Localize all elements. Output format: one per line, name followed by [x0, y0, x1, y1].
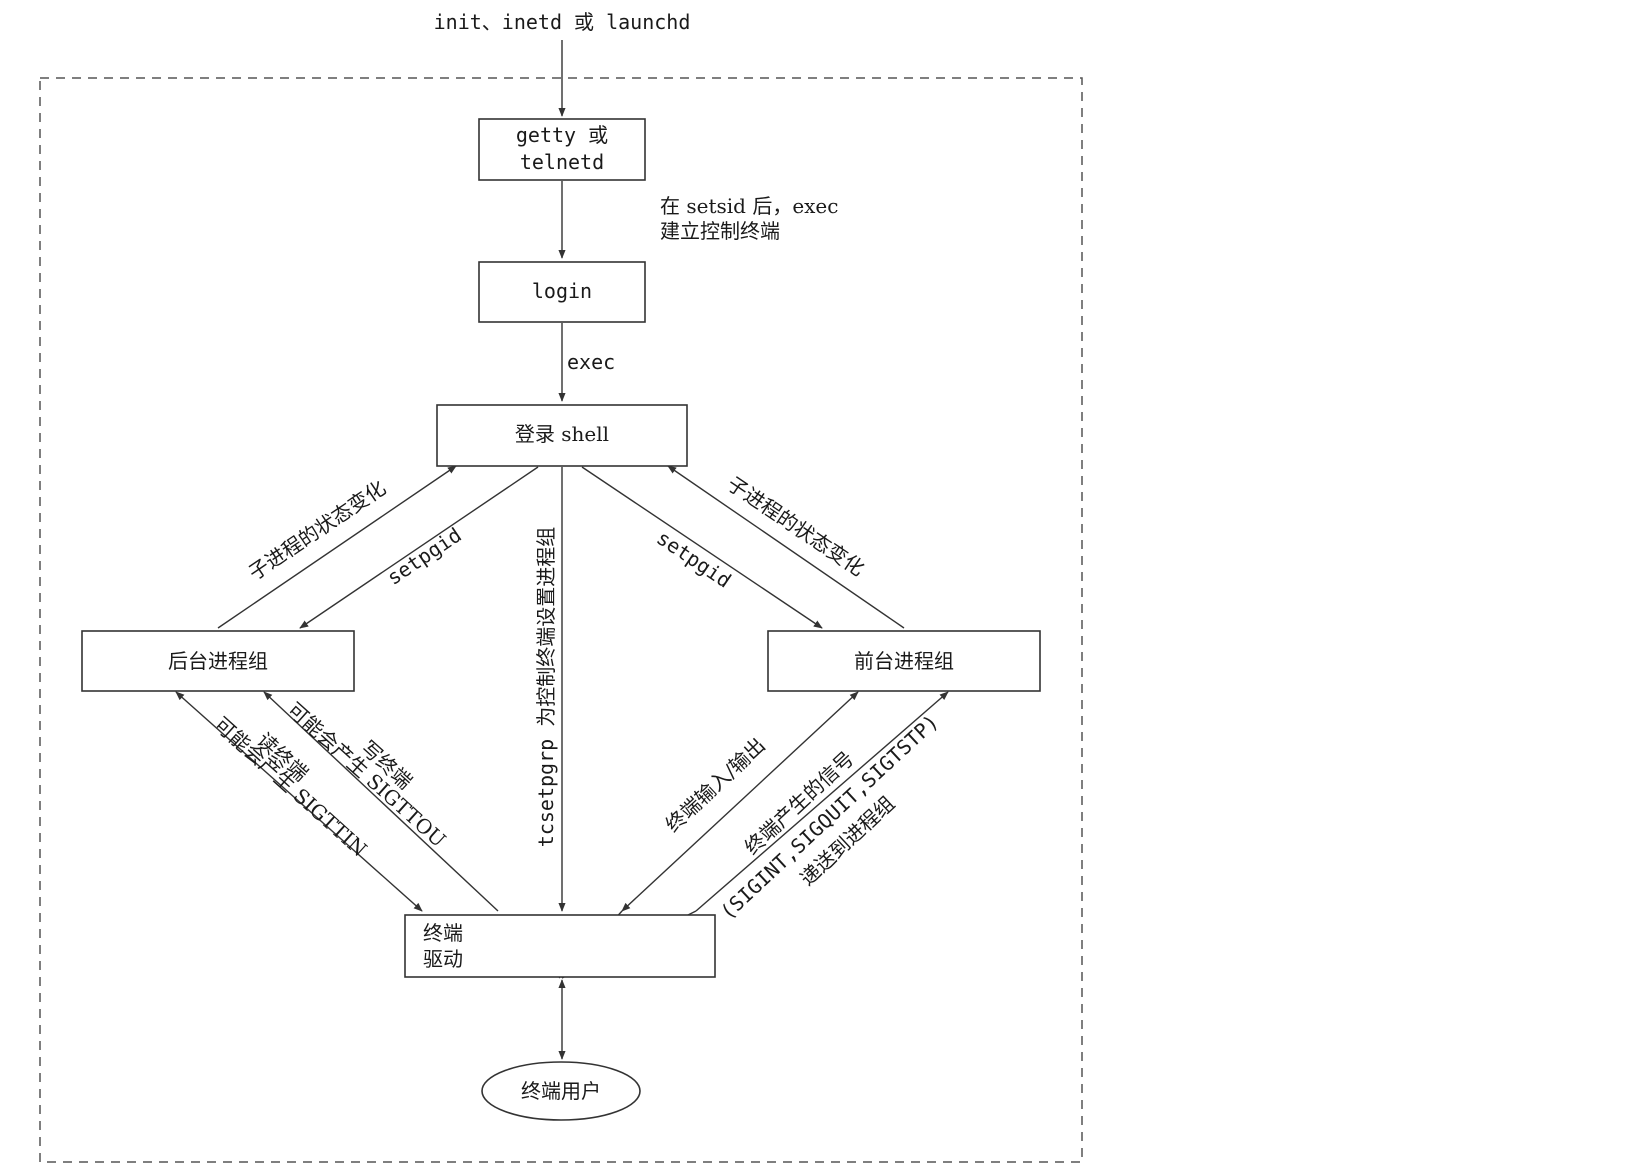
background-group-label: 后台进程组 [168, 649, 268, 673]
edge-fg-state-change [667, 465, 905, 629]
exec-label: exec [567, 350, 615, 374]
terminal-io-label: 终端输入/输出 [661, 733, 770, 837]
login-node: login [478, 261, 646, 323]
tcsetpgrp-label: tcsetpgrp 为控制终端设置进程组 [534, 527, 558, 847]
edge-read-terminal [175, 691, 423, 912]
setsid-label-line1: 在 setsid 后，exec [660, 194, 838, 218]
edge-setpgid-fg [581, 466, 823, 629]
terminal-user-label: 终端用户 [521, 1079, 601, 1103]
terminal-driver-label-line2: 驱动 [423, 947, 463, 971]
login-shell-node: 登录 shell [436, 404, 688, 467]
setpgid-right-label: setpgid [652, 526, 735, 593]
getty-label-line1: getty 或 [516, 123, 608, 147]
edge-setpgid-bg [299, 466, 539, 629]
terminal-user-node: 终端用户 [481, 1061, 641, 1121]
terminal-driver-node: 终端 驱动 [404, 914, 716, 978]
setsid-label-line2: 建立控制终端 [660, 219, 780, 243]
login-label: login [532, 279, 592, 303]
edge-signals [695, 691, 949, 912]
login-shell-label: 登录 shell [515, 422, 609, 446]
sigttou-label-line1: 可能会产生 SIGTTOU [283, 698, 451, 853]
foreground-group-node: 前台进程组 [767, 630, 1041, 692]
getty-node: getty 或 telnetd [478, 118, 646, 181]
child-state-right-label: 子进程的状态变化 [723, 472, 869, 581]
edge-write-terminal [263, 691, 499, 912]
setpgid-left-label: setpgid [382, 523, 465, 590]
getty-label-line2: telnetd [520, 150, 604, 174]
edge-terminal-io [621, 691, 859, 912]
system-boundary-frame [39, 77, 1083, 1163]
source-label: init、inetd 或 launchd [434, 10, 691, 34]
background-group-node: 后台进程组 [81, 630, 355, 692]
edge-bg-state-change [217, 465, 457, 629]
sigttin-label-line1: 可能会产生 SIGTTIN [210, 712, 372, 861]
child-state-left-label: 子进程的状态变化 [244, 476, 390, 585]
foreground-group-label: 前台进程组 [854, 649, 954, 673]
terminal-driver-label-line1: 终端 [423, 921, 463, 945]
